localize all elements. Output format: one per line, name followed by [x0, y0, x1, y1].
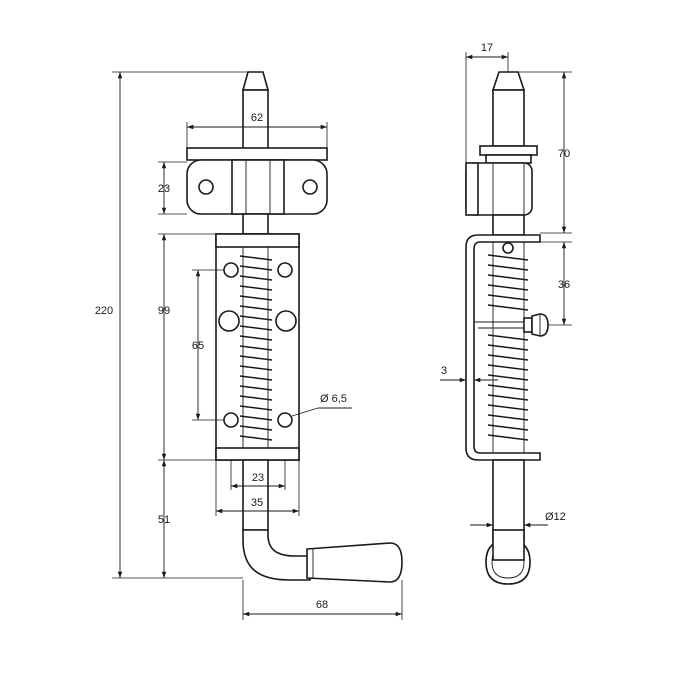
dim-overall-height: 220	[95, 305, 113, 317]
front-pin-lower	[242, 459, 269, 531]
front-hole-bottom-right	[277, 412, 293, 428]
dim-travel: 36	[558, 279, 570, 291]
front-hole-mid-right	[275, 310, 297, 332]
dim-slot-width: 23	[252, 472, 264, 484]
front-handle-grip	[306, 542, 403, 583]
front-handle-bend	[242, 529, 311, 581]
side-frame	[465, 234, 541, 461]
side-view	[465, 71, 549, 585]
front-dimensions: 220 62 23 99 65 Ø 6,5 23 35	[95, 71, 403, 620]
front-bracket-hole-right	[302, 179, 318, 195]
dim-bracket-height: 23	[158, 183, 170, 195]
front-view	[186, 71, 403, 583]
side-dimensions: 17 70 36 3 Ø12	[440, 42, 572, 528]
dim-body-height: 99	[158, 305, 170, 317]
front-hole-top-left	[223, 262, 239, 278]
side-pin-upper	[492, 89, 525, 147]
dim-body-width: 35	[251, 497, 263, 509]
front-hole-bottom-left	[223, 412, 239, 428]
dim-plate-thickness: 3	[441, 365, 447, 377]
dim-top-length: 70	[558, 148, 570, 160]
dim-pin-diameter: Ø12	[545, 511, 566, 523]
front-hole-top-right	[277, 262, 293, 278]
side-spring	[487, 254, 529, 441]
dim-hole-spacing: 65	[192, 340, 204, 352]
dim-handle-drop: 51	[158, 514, 170, 526]
front-spring	[239, 255, 273, 441]
front-center-block	[231, 159, 285, 215]
front-hole-mid-left	[218, 310, 240, 332]
side-pin-lower	[492, 459, 525, 541]
front-top-plate	[186, 147, 328, 161]
side-pin-tip	[491, 71, 526, 91]
dim-handle-length: 68	[316, 599, 328, 611]
dim-bracket-depth: 17	[481, 42, 493, 54]
dim-bracket-width: 62	[251, 112, 263, 124]
dim-hole-diameter: Ø 6,5	[320, 393, 347, 405]
front-bracket-hole-left	[198, 179, 214, 195]
front-pin-tip	[241, 71, 270, 91]
